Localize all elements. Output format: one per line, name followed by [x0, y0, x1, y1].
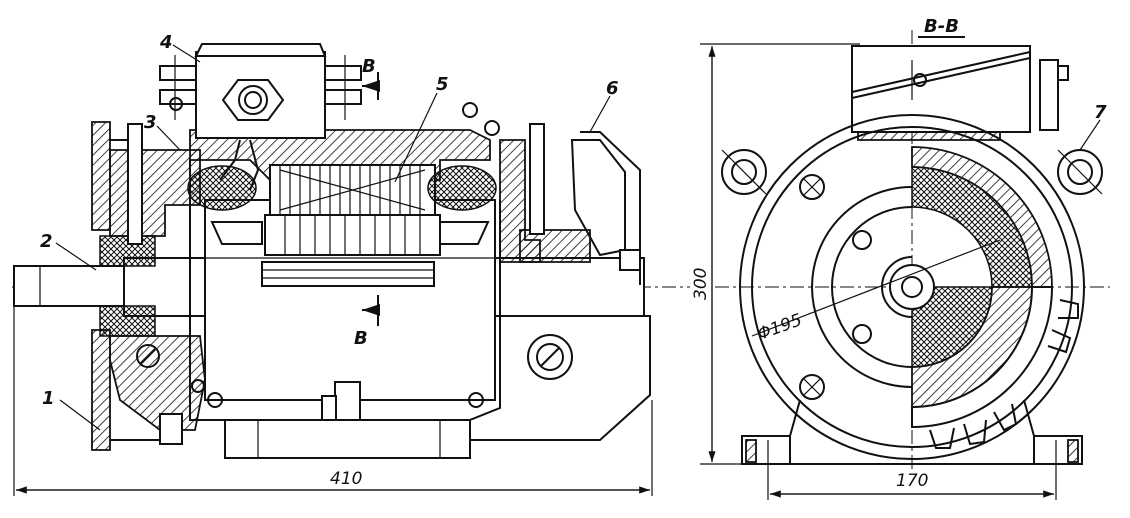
dimension-diameter-label: Φ195 [755, 310, 805, 344]
dimension-length: 410 [13, 300, 653, 496]
stator-core [187, 164, 497, 256]
rotor [261, 261, 435, 287]
side-section-view: B B 1 2 3 4 5 6 410 [12, 32, 690, 496]
part-label-1: 1 [42, 388, 55, 409]
cross-section-view: B-B 300 [691, 16, 1110, 500]
section-mark-top: B [362, 56, 376, 77]
cross-section-feet [741, 399, 1083, 465]
part-label-7: 7 [1094, 102, 1107, 123]
dimension-foot-spacing: 170 [767, 440, 1057, 500]
rear-shield [469, 123, 651, 441]
section-cut-bottom: B [354, 295, 380, 349]
end-view-half [799, 174, 913, 400]
housing-outline [739, 114, 1085, 460]
leader-lines [55, 44, 611, 431]
lead-wire [249, 139, 260, 191]
part-label-6: 6 [606, 78, 619, 99]
front-bearing-shield [99, 123, 206, 445]
bolts [191, 102, 500, 408]
lifting-eye-right [1057, 149, 1103, 195]
dimension-height: 300 [691, 43, 860, 465]
terminal-box [159, 43, 362, 139]
leader-line-7 [1079, 119, 1101, 151]
dimension-foot-spacing-label: 170 [896, 471, 928, 491]
section-cut-top: B [362, 56, 380, 100]
dimension-length-label: 410 [330, 469, 362, 489]
section-title: B-B [924, 16, 959, 37]
lifting-eye-left [721, 149, 767, 195]
section-mark-bottom: B [354, 328, 368, 349]
lead-wire [219, 139, 241, 181]
part-label-5: 5 [436, 74, 449, 95]
part-label-2: 2 [40, 231, 53, 252]
dimension-height-label: 300 [691, 268, 711, 300]
part-label-4: 4 [159, 32, 173, 53]
section-half [889, 146, 1079, 449]
mounting-feet [224, 381, 471, 459]
part-label-3: 3 [144, 112, 157, 133]
terminal-box-section [851, 45, 1069, 141]
